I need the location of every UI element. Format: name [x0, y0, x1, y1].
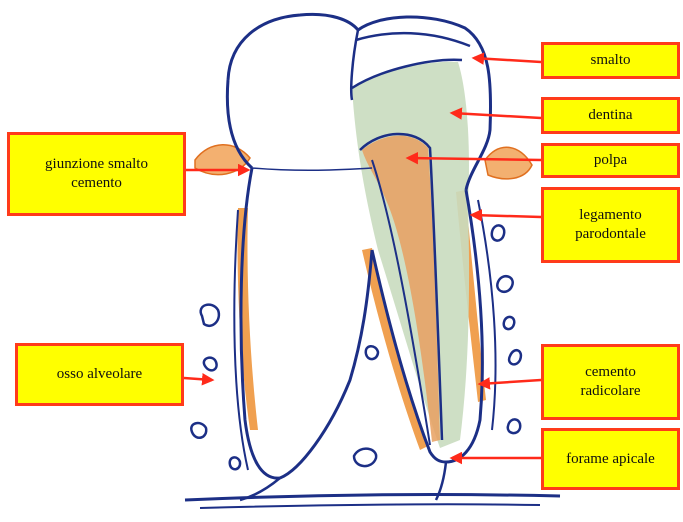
label-cemento-radicolare: cemento radicolare — [541, 344, 680, 420]
arrow-osso — [184, 378, 212, 380]
label-polpa: polpa — [541, 143, 680, 178]
label-legamento-parodontale: legamento parodontale — [541, 187, 680, 263]
label-osso-alveolare: osso alveolare — [15, 343, 184, 406]
bone-pore — [508, 419, 520, 433]
enamel-band — [356, 33, 470, 46]
arrow-cemento — [480, 380, 541, 384]
bone-pore — [509, 350, 521, 364]
cej-line — [252, 168, 372, 170]
arrow-legamento — [472, 215, 541, 217]
bone-pore — [230, 457, 240, 469]
arrow-smalto — [474, 58, 541, 62]
label-forame-apicale: forame apicale — [541, 428, 680, 490]
label-smalto: smalto — [541, 42, 680, 79]
bone-pore — [201, 305, 219, 326]
bone-pore — [492, 225, 504, 240]
bone-pore — [354, 449, 376, 466]
bone-pore — [191, 423, 206, 438]
label-giunzione-smalto-cemento: giunzione smalto cemento — [7, 132, 186, 216]
bone-base-line-lower — [200, 504, 540, 508]
bone-pore — [366, 346, 378, 359]
root-left-inner — [280, 250, 372, 478]
label-dentina: dentina — [541, 97, 680, 134]
bone-pore — [497, 276, 512, 292]
bone-pore — [504, 317, 515, 329]
gum-right — [485, 147, 532, 179]
bone-pore — [204, 358, 217, 371]
